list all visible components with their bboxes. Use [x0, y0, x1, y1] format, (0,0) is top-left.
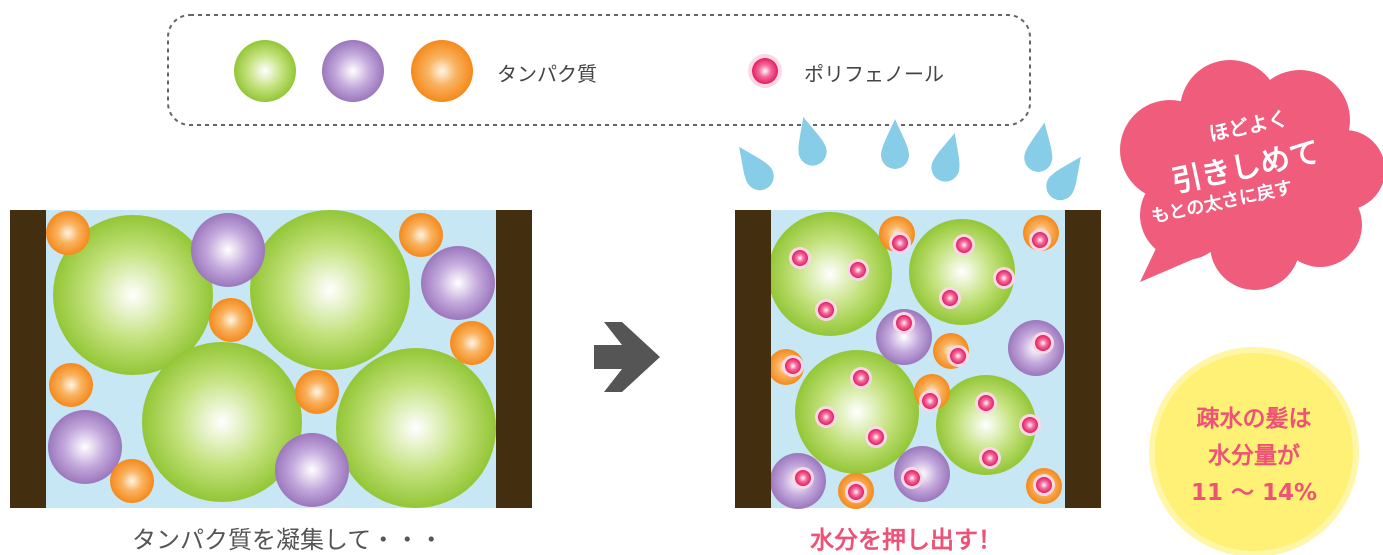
- polyphenol-dot: [942, 290, 958, 306]
- orange-protein-ball: [399, 213, 443, 257]
- polyphenol-dot: [996, 270, 1012, 286]
- polyphenol-dot: [950, 348, 966, 364]
- legend-orange-protein-icon: [411, 40, 473, 102]
- purple-protein-ball: [421, 246, 495, 320]
- legend-polyphenol-icon: [748, 54, 782, 88]
- polyphenol-dot: [1035, 335, 1051, 351]
- polyphenol-dot: [904, 470, 920, 486]
- water-droplet-icon: [1024, 122, 1053, 172]
- polyphenol-dot: [868, 429, 884, 445]
- badge-line2: 水分量が: [1208, 443, 1300, 469]
- left-wall-right: [496, 210, 532, 508]
- water-droplet-icon: [739, 146, 774, 191]
- legend-polyphenol-label: ポリフェノール: [804, 62, 944, 86]
- polyphenol-dot: [1022, 417, 1038, 433]
- polyphenol-dot: [853, 370, 869, 386]
- orange-protein-ball: [110, 459, 154, 503]
- orange-protein-ball: [46, 211, 90, 255]
- green-protein-ball: [336, 348, 496, 508]
- polyphenol-dot: [896, 315, 912, 331]
- polyphenol-dot: [848, 484, 864, 500]
- green-protein-ball: [768, 212, 892, 336]
- orange-protein-ball: [209, 298, 253, 342]
- polyphenol-dot: [892, 235, 908, 251]
- polyphenol-dot: [795, 470, 811, 486]
- right-panel: [735, 210, 1101, 509]
- green-protein-ball: [142, 342, 302, 502]
- moisture-badge: 疎水の髪は 水分量が 11 ～ 14%: [1155, 353, 1353, 551]
- right-wall-left: [735, 210, 771, 508]
- right-arrow-icon: [594, 322, 660, 392]
- speech-bubble: [1120, 60, 1383, 290]
- caption-aggregate: タンパク質を凝集して・・・: [132, 526, 444, 554]
- polyphenol-dot: [818, 302, 834, 318]
- left-wall-left: [10, 210, 46, 508]
- purple-protein-ball: [48, 410, 122, 484]
- green-protein-ball: [936, 375, 1036, 475]
- legend-purple-protein-icon: [322, 40, 384, 102]
- orange-protein-ball: [450, 321, 494, 365]
- legend-green-protein-icon: [234, 40, 296, 102]
- purple-protein-ball: [275, 433, 349, 507]
- left-panel: [10, 210, 532, 508]
- green-protein-ball: [250, 210, 410, 370]
- water-droplet-icon: [931, 132, 960, 182]
- polyphenol-dot: [956, 237, 972, 253]
- green-protein-ball: [795, 350, 919, 474]
- polyphenol-dot: [978, 395, 994, 411]
- legend-box: [167, 14, 1031, 126]
- green-protein-ball: [53, 215, 213, 375]
- badge-line1: 疎水の髪は: [1196, 406, 1312, 432]
- badge-line3: 11 ～ 14%: [1190, 480, 1318, 506]
- badge-text: 疎水の髪は 水分量が 11 ～ 14%: [1155, 401, 1353, 512]
- purple-protein-ball: [191, 213, 265, 287]
- green-protein-ball: [909, 219, 1015, 325]
- polyphenol-dot: [1032, 232, 1048, 248]
- water-droplet-icon: [881, 119, 909, 169]
- legend-protein-label: タンパク質: [497, 62, 597, 86]
- polyphenol-dot: [1036, 477, 1052, 493]
- right-wall-right: [1065, 210, 1101, 508]
- polyphenol-dot: [982, 450, 998, 466]
- purple-protein-ball: [876, 309, 932, 365]
- polyphenol-dot: [922, 393, 938, 409]
- polyphenol-dot: [850, 262, 866, 278]
- orange-protein-ball: [295, 370, 339, 414]
- water-droplet-icon: [1046, 156, 1081, 201]
- polyphenol-dot: [792, 250, 808, 266]
- water-droplet-icon: [798, 116, 827, 166]
- polyphenol-dot: [785, 358, 801, 374]
- caption-push-water: 水分を押し出す！: [810, 526, 1002, 554]
- orange-protein-ball: [49, 363, 93, 407]
- polyphenol-dot: [818, 409, 834, 425]
